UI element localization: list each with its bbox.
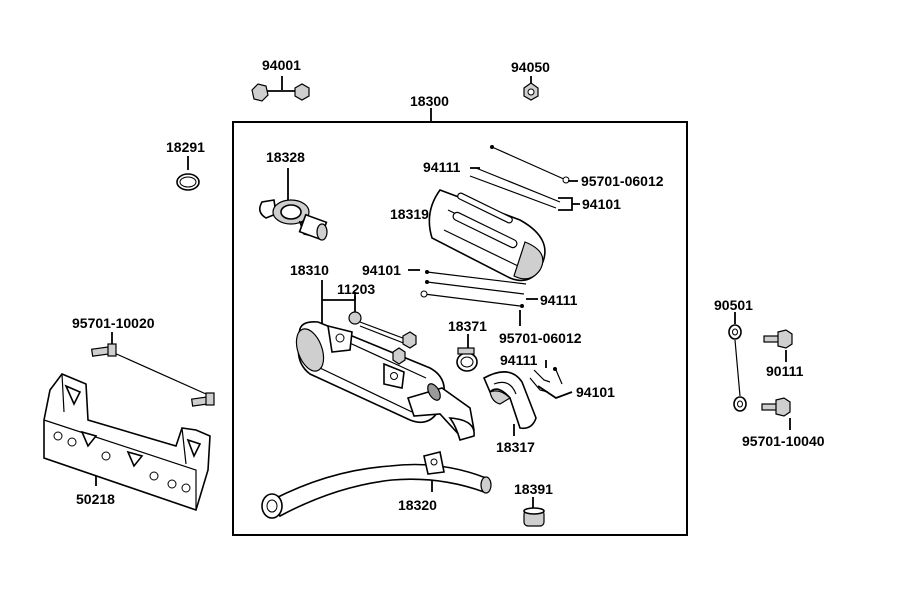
label-11203: 11203 [337, 281, 375, 297]
label-18310: 18310 [290, 262, 329, 278]
part-18291-ring [176, 156, 200, 191]
part-18310-muffler [295, 280, 475, 441]
part-18371-clamp [456, 334, 478, 372]
label-94050: 94050 [511, 59, 550, 75]
label-95701-10040: 95701-10040 [742, 433, 825, 449]
part-94001-nuts [251, 76, 310, 102]
label-90501: 90501 [714, 297, 753, 313]
label-18328: 18328 [266, 149, 305, 165]
part-upper-straps [469, 145, 580, 211]
part-18317-guard [482, 371, 537, 436]
label-18371: 18371 [448, 318, 487, 334]
label-50218: 50218 [76, 491, 115, 507]
label-18391: 18391 [514, 481, 553, 497]
label-94111-mid: 94111 [540, 292, 578, 308]
label-95701-06012-mid: 95701-06012 [499, 330, 582, 346]
label-94111-top: 94111 [423, 159, 461, 175]
label-94101-mid: 94101 [362, 262, 401, 278]
part-50218-bracket [43, 373, 211, 512]
part-18328-joint [258, 168, 328, 241]
label-94101-top: 94101 [582, 196, 621, 212]
label-18300: 18300 [410, 93, 449, 109]
part-lower-bolts [529, 360, 573, 400]
label-18317: 18317 [496, 439, 535, 455]
part-94050-nut [523, 76, 539, 101]
assembly-frame-18300 [232, 121, 688, 536]
part-middle-straps [408, 269, 538, 326]
part-right-bolts [761, 329, 793, 430]
label-90111: 90111 [766, 363, 804, 379]
label-94101-low: 94101 [576, 384, 615, 400]
label-95701-10020: 95701-10020 [72, 315, 155, 331]
label-18291: 18291 [166, 139, 205, 155]
label-94111-low: 94111 [500, 352, 538, 368]
part-95701-10020-bolts [90, 332, 215, 407]
label-94001: 94001 [262, 57, 301, 73]
part-11203-spacers [348, 296, 417, 365]
label-95701-06012-top: 95701-06012 [581, 173, 664, 189]
part-18319-heat-shield [428, 189, 546, 282]
part-18391-bushing [523, 497, 545, 527]
label-18319: 18319 [390, 206, 429, 222]
part-18320-pipe [261, 451, 492, 519]
label-18320: 18320 [398, 497, 437, 513]
part-90501-washers [728, 312, 747, 412]
